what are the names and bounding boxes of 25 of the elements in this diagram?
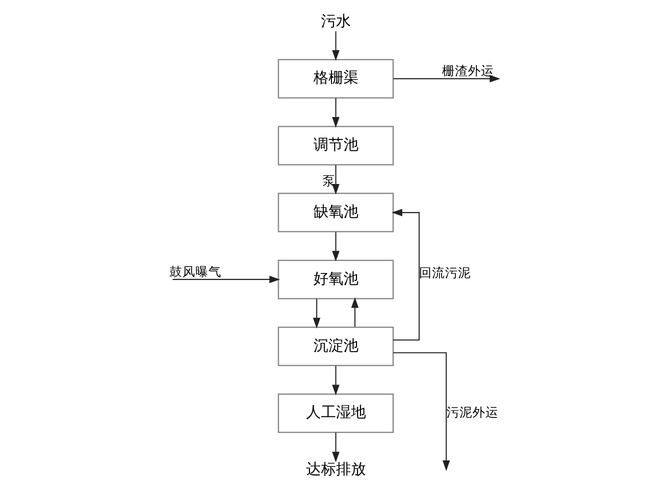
arrow [393, 74, 500, 82]
node-box: 格栅渠 [278, 58, 394, 98]
arrow [393, 352, 450, 471]
edge-label: 泵 [322, 174, 336, 189]
arrow [312, 298, 320, 328]
node-text: 达标排放 [306, 460, 366, 478]
node-text: 污水 [320, 12, 351, 30]
edge-label: 回流污泥 [419, 266, 472, 281]
edge-label: 鼓风曝气 [169, 264, 222, 280]
arrow [351, 297, 359, 327]
node-box: 好氧池 [278, 260, 394, 300]
edge-label: 栅渣外运 [442, 64, 494, 80]
arrow [392, 208, 420, 341]
arrow [332, 31, 340, 61]
arrow [332, 164, 340, 195]
node-box: 调节池 [278, 126, 394, 166]
arrow [332, 366, 340, 396]
arrow [172, 276, 280, 284]
edge-label: 污泥外运 [446, 406, 498, 421]
node-box: 沉淀池 [278, 326, 394, 366]
arrow [332, 432, 340, 462]
node-box: 缺氧池 [278, 192, 394, 232]
node-box: 人工湿地 [278, 394, 394, 434]
arrow [332, 98, 340, 128]
arrow [332, 232, 340, 262]
